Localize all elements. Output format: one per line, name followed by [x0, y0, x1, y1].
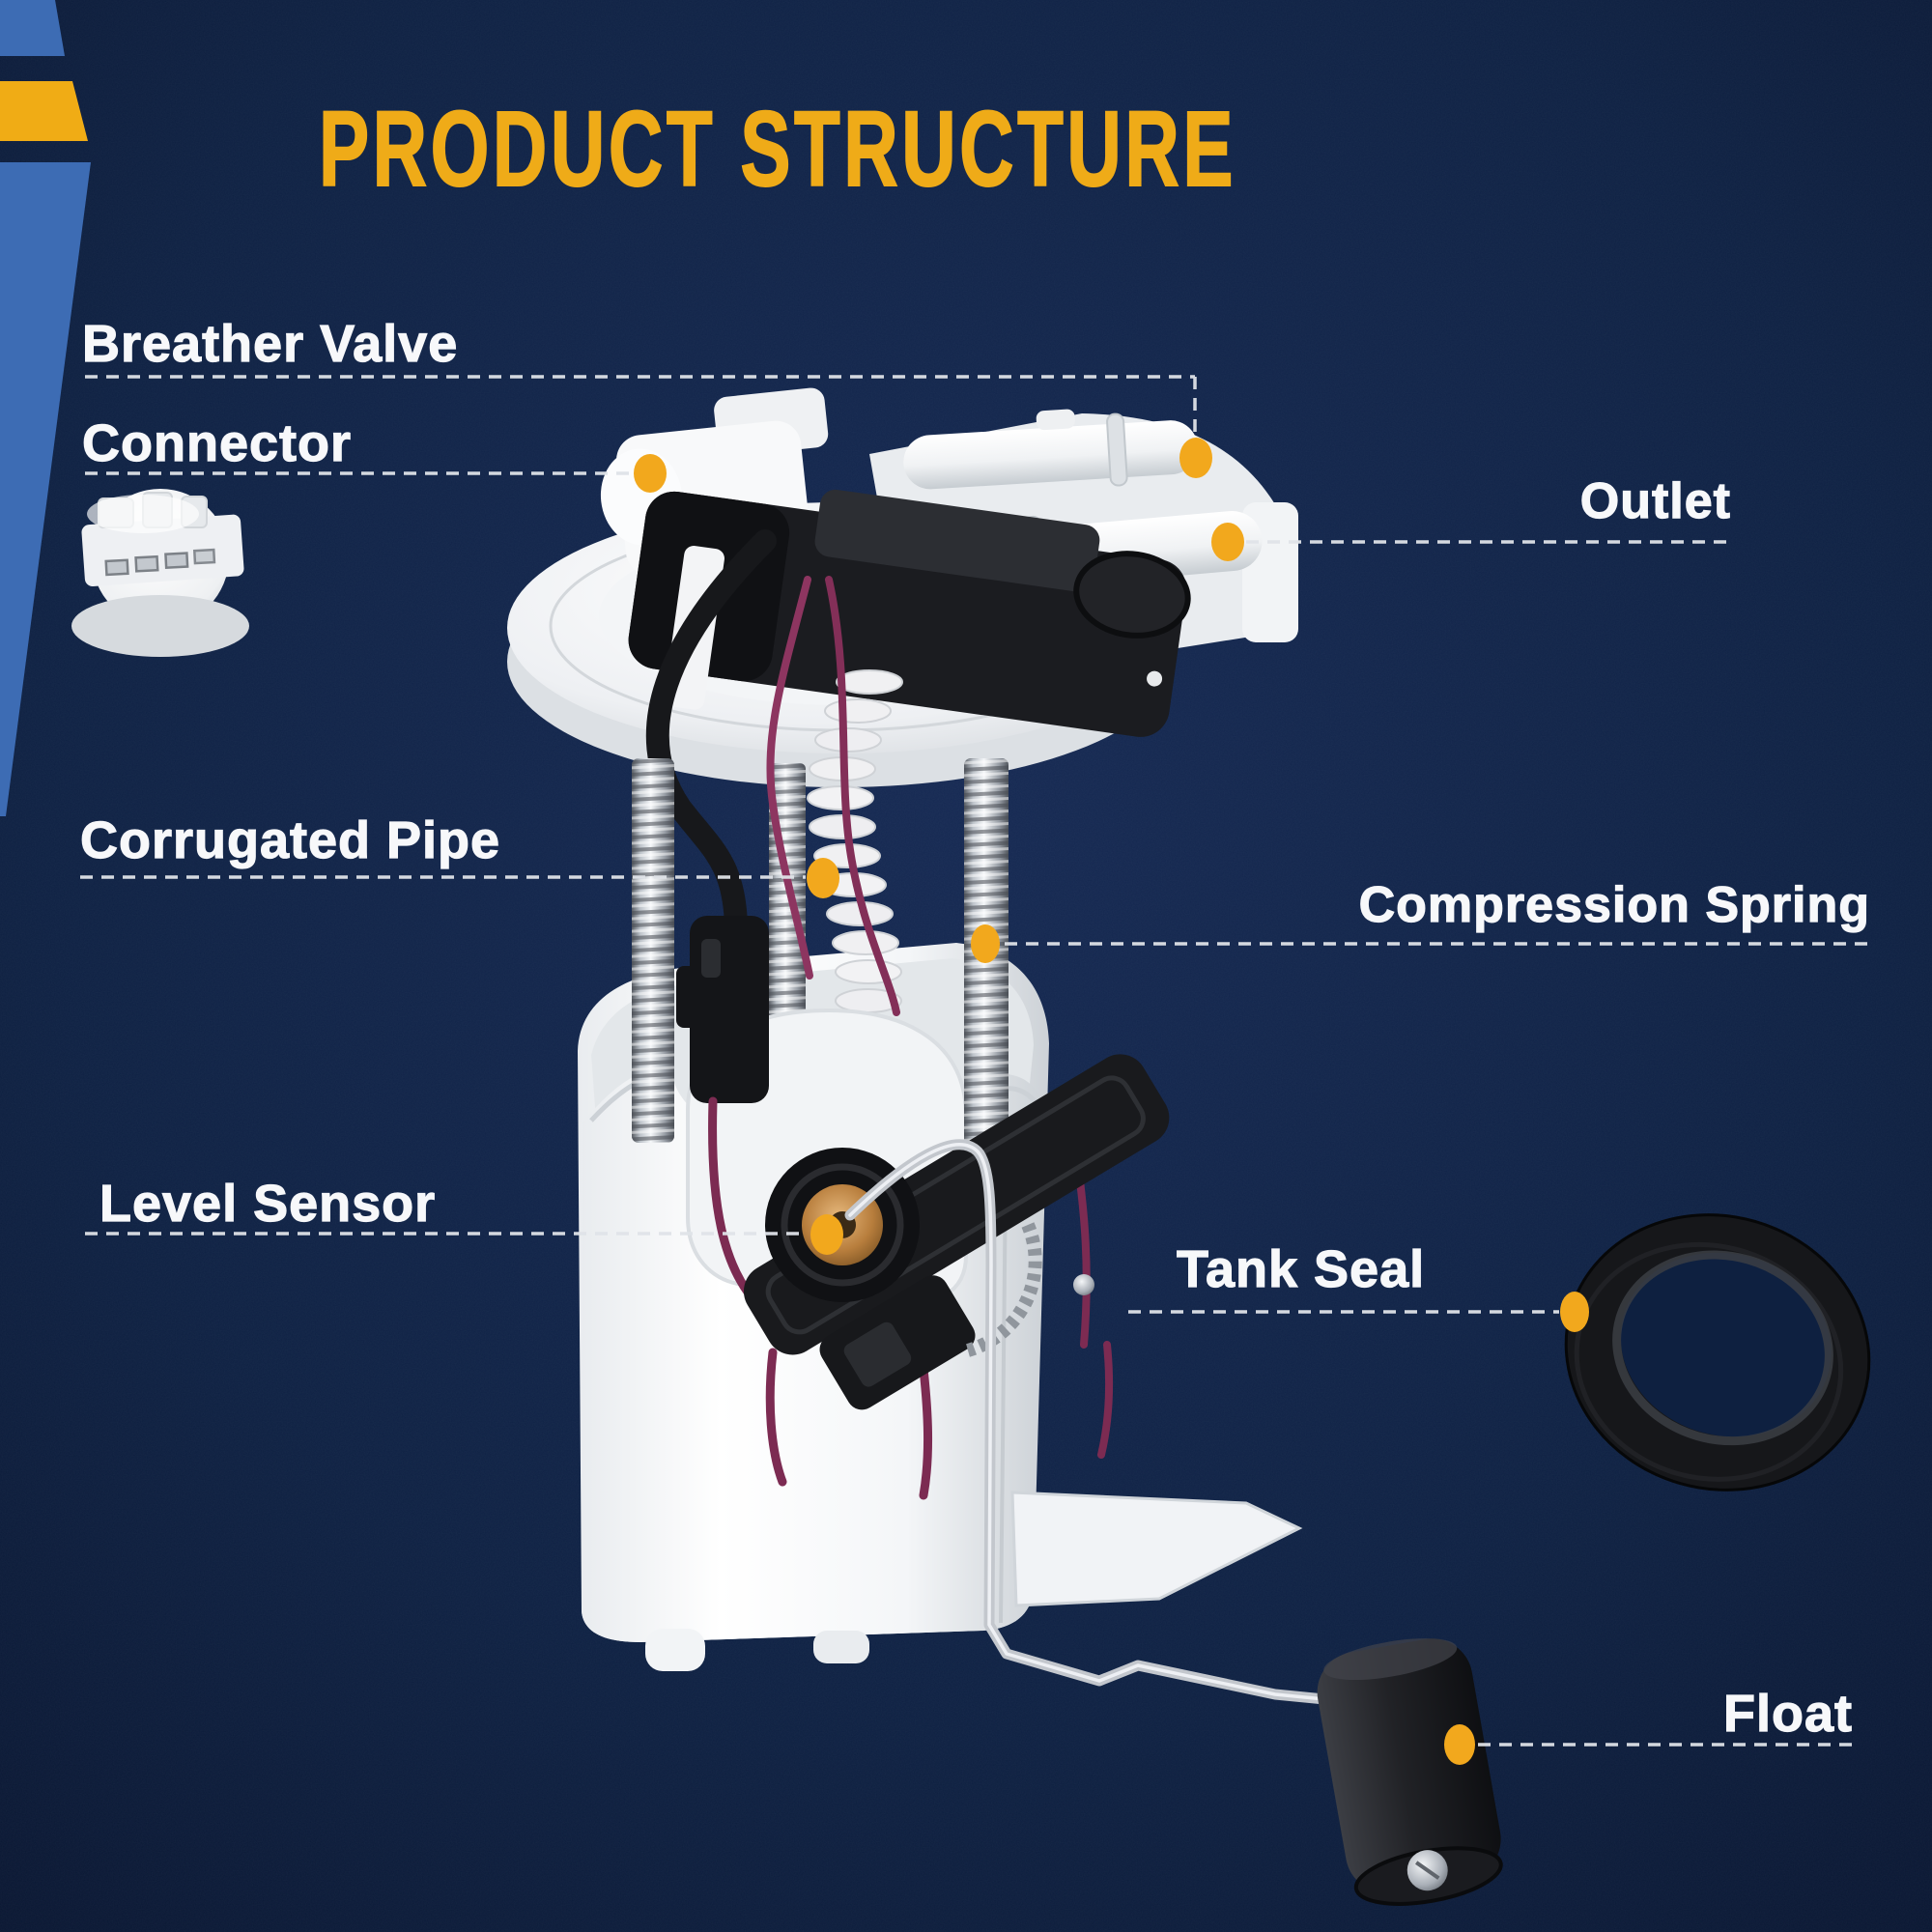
label-breather-valve: Breather Valve [82, 315, 458, 373]
connector-dot [634, 454, 667, 493]
callout-dots [634, 438, 1589, 1765]
level-sensor-dot [810, 1214, 843, 1255]
float-arm [844, 1139, 1370, 1709]
ribbon-blue-wedge [0, 162, 91, 816]
callout-lines [80, 375, 1874, 1747]
ribbon-yellow [0, 81, 88, 141]
label-connector: Connector [82, 414, 352, 472]
tank-seal-ring [1564, 1213, 1871, 1492]
page-title: PRODUCT STRUCTURE [319, 90, 1236, 209]
compression-spring-dot [971, 924, 1000, 963]
ribbon-blue-top [0, 0, 65, 56]
breather-valve-tube [903, 409, 1198, 490]
breather-valve-dot [1179, 438, 1212, 478]
label-corrugated-pipe: Corrugated Pipe [80, 811, 500, 869]
tank-seal-dot [1560, 1292, 1589, 1332]
label-tank-seal: Tank Seal [1177, 1240, 1425, 1298]
bucket-foot [813, 1631, 869, 1663]
breather-valve-callout-line [85, 375, 1197, 437]
left-compression-spring [632, 758, 674, 1143]
connector-inset-image [92, 489, 229, 626]
fuel-pump-module-illustration [507, 387, 1503, 1906]
label-float: Float [1723, 1685, 1853, 1743]
label-level-sensor: Level Sensor [99, 1175, 436, 1233]
float-body [1317, 1638, 1503, 1906]
corrugated-pipe-dot [807, 858, 839, 898]
right-compression-spring [964, 758, 1009, 1193]
outlet-dot [1211, 523, 1244, 561]
bucket-foot [645, 1629, 705, 1671]
label-outlet: Outlet [1580, 473, 1731, 529]
corner-ribbon-decoration [0, 0, 91, 816]
label-compression-spring: Compression Spring [1359, 877, 1870, 933]
float-dot [1444, 1724, 1475, 1765]
sensor-contact-band [965, 1222, 1042, 1357]
float-arm-bracket-wing [1010, 1491, 1303, 1607]
